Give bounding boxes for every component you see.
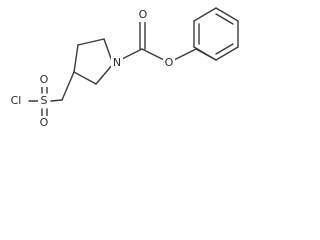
atom-sulfonyl-oxygen-bottom: O [40,116,49,129]
bond-ester-o-ch2 [173,48,197,61]
atom-labels: N O O S O O Cl [4,8,175,130]
bond-ch2-s [50,99,63,102]
benzene-bond-4 [193,7,217,22]
benzene-inner-bond-2 [215,13,234,25]
bond-c3-ch2 [61,71,75,101]
benzene-bond-1 [215,46,239,61]
sulfonyl-chloride-group [28,71,75,119]
bond-c2-c3 [77,38,105,46]
atom-chlorine: Cl [11,94,22,107]
bond-carbonyl-c-ester-o [141,48,165,61]
carbamate-group [119,21,217,61]
benzene-bond-6 [193,46,217,61]
bond-c5-n [95,63,114,85]
atom-sulfonyl-oxygen-top: O [40,73,49,86]
pyrrolidine-ring [73,38,114,85]
atom-ester-oxygen: O [165,56,174,69]
bond-c3-c4 [73,44,79,73]
structure-diagram: N O O S O O Cl [4,7,239,130]
benzene-inner-bond-1 [215,43,234,55]
bond-c4-c5 [73,71,97,85]
benzene-ring [193,7,239,61]
atom-sulfur: S [41,94,48,107]
atom-nitrogen: N [113,56,121,69]
bond-n-carbonyl-c [119,48,143,61]
benzene-bond-3 [215,7,239,22]
atom-carbonyl-oxygen: O [139,8,148,21]
